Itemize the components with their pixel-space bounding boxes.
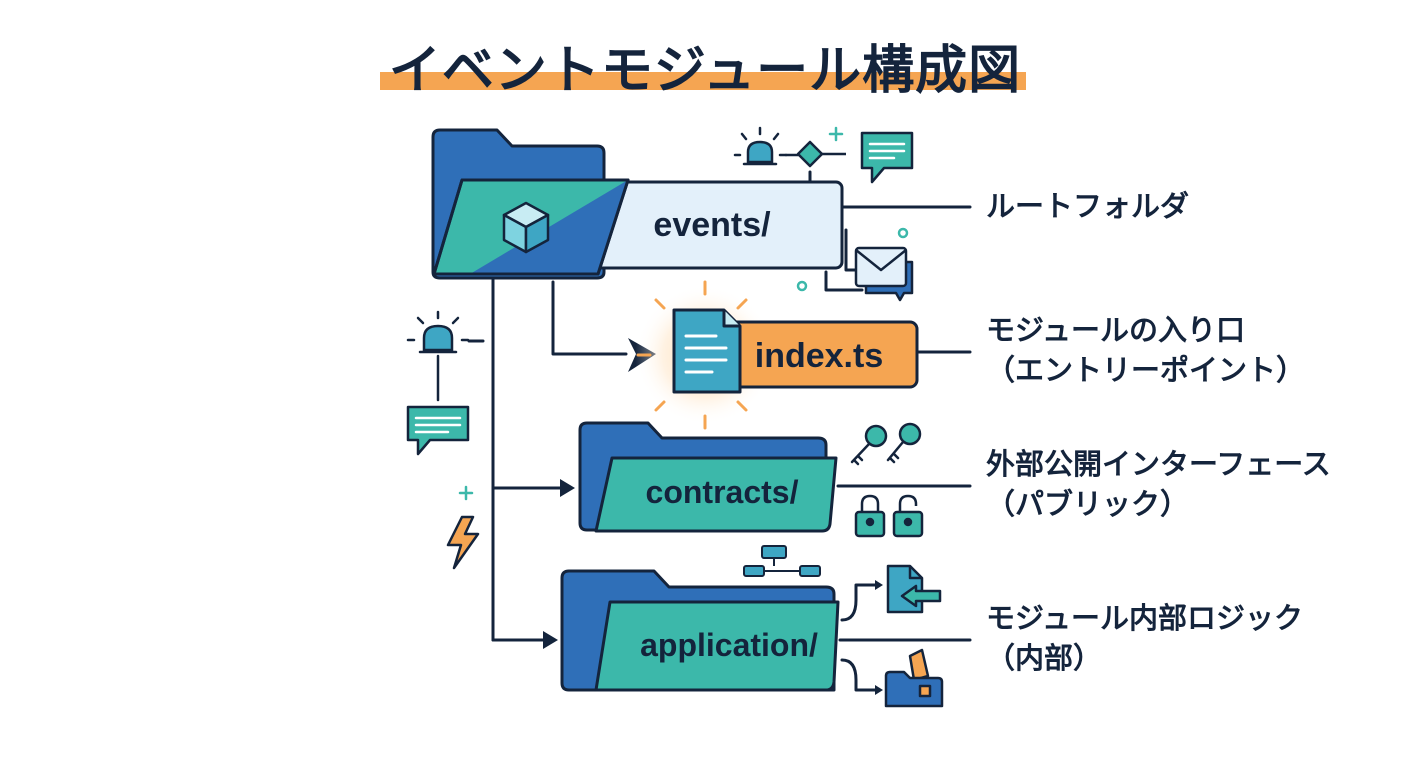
arrowhead-application	[543, 631, 558, 649]
annotation-entry-line-2: （エントリーポイント）	[986, 353, 1306, 387]
file-transfer-icon	[886, 564, 942, 614]
annotation-contracts-line-1: 外部公開インターフェース	[986, 447, 1331, 481]
sparkle-icon-top	[828, 126, 844, 142]
lock-icon	[854, 494, 886, 538]
mail-connector-2	[824, 270, 864, 292]
annotation-entry: モジュールの入り口 （エントリーポイント）	[986, 310, 1305, 390]
annotation-application: モジュール内部ロジック （内部）	[986, 598, 1303, 678]
annotation-application-line-1: モジュール内部ロジック	[986, 601, 1303, 635]
annotation-contracts: 外部公開インターフェース （パブリック）	[986, 444, 1331, 524]
annotation-root: ルートフォルダ	[986, 186, 1189, 226]
arrowhead-folder	[875, 685, 883, 695]
chat-icon-top	[860, 131, 914, 184]
events-label: events/	[653, 206, 771, 244]
key-icon	[850, 422, 922, 466]
app-down-connector	[840, 658, 877, 692]
folder-contracts	[578, 421, 838, 533]
sparkle-icon-left	[458, 485, 474, 501]
glow-rays	[636, 280, 748, 430]
folder-front-outline	[432, 178, 630, 276]
unlock-icon	[892, 494, 924, 538]
mail-dot-bottom	[796, 280, 808, 292]
diamond-icon	[796, 140, 846, 168]
chat-icon-left	[406, 405, 470, 456]
mail-dot-top	[897, 227, 909, 239]
annotation-entry-line-1: モジュールの入り口	[986, 313, 1245, 347]
title-block: イベントモジュール構成図	[380, 28, 1030, 101]
annotation-root-line-1: ルートフォルダ	[986, 189, 1190, 223]
app-up-connector	[840, 583, 877, 622]
page-title: イベントモジュール構成図	[388, 41, 1022, 101]
application-label: application/	[640, 627, 818, 663]
entry-label: index.ts	[755, 337, 883, 375]
arrowhead-contracts	[560, 479, 575, 497]
branch-entry	[551, 280, 628, 356]
bell-icon-top	[733, 126, 800, 166]
bell-icon-left	[406, 310, 470, 402]
folder-application	[560, 569, 840, 692]
arrowhead-file-transfer	[875, 580, 883, 590]
cube-icon	[502, 201, 550, 254]
mail-icon	[854, 246, 914, 302]
connectors	[467, 170, 972, 692]
annotation-application-line-2: （内部）	[986, 641, 1103, 675]
network-icon	[743, 545, 821, 577]
folder-events-root	[431, 128, 844, 280]
lightning-icon	[446, 515, 480, 570]
document-icon	[672, 308, 742, 394]
title-underline	[380, 72, 1026, 90]
annotation-contracts-line-2: （パブリック）	[986, 487, 1190, 521]
folder-settings-icon	[884, 648, 944, 708]
contracts-label: contracts/	[646, 474, 799, 510]
